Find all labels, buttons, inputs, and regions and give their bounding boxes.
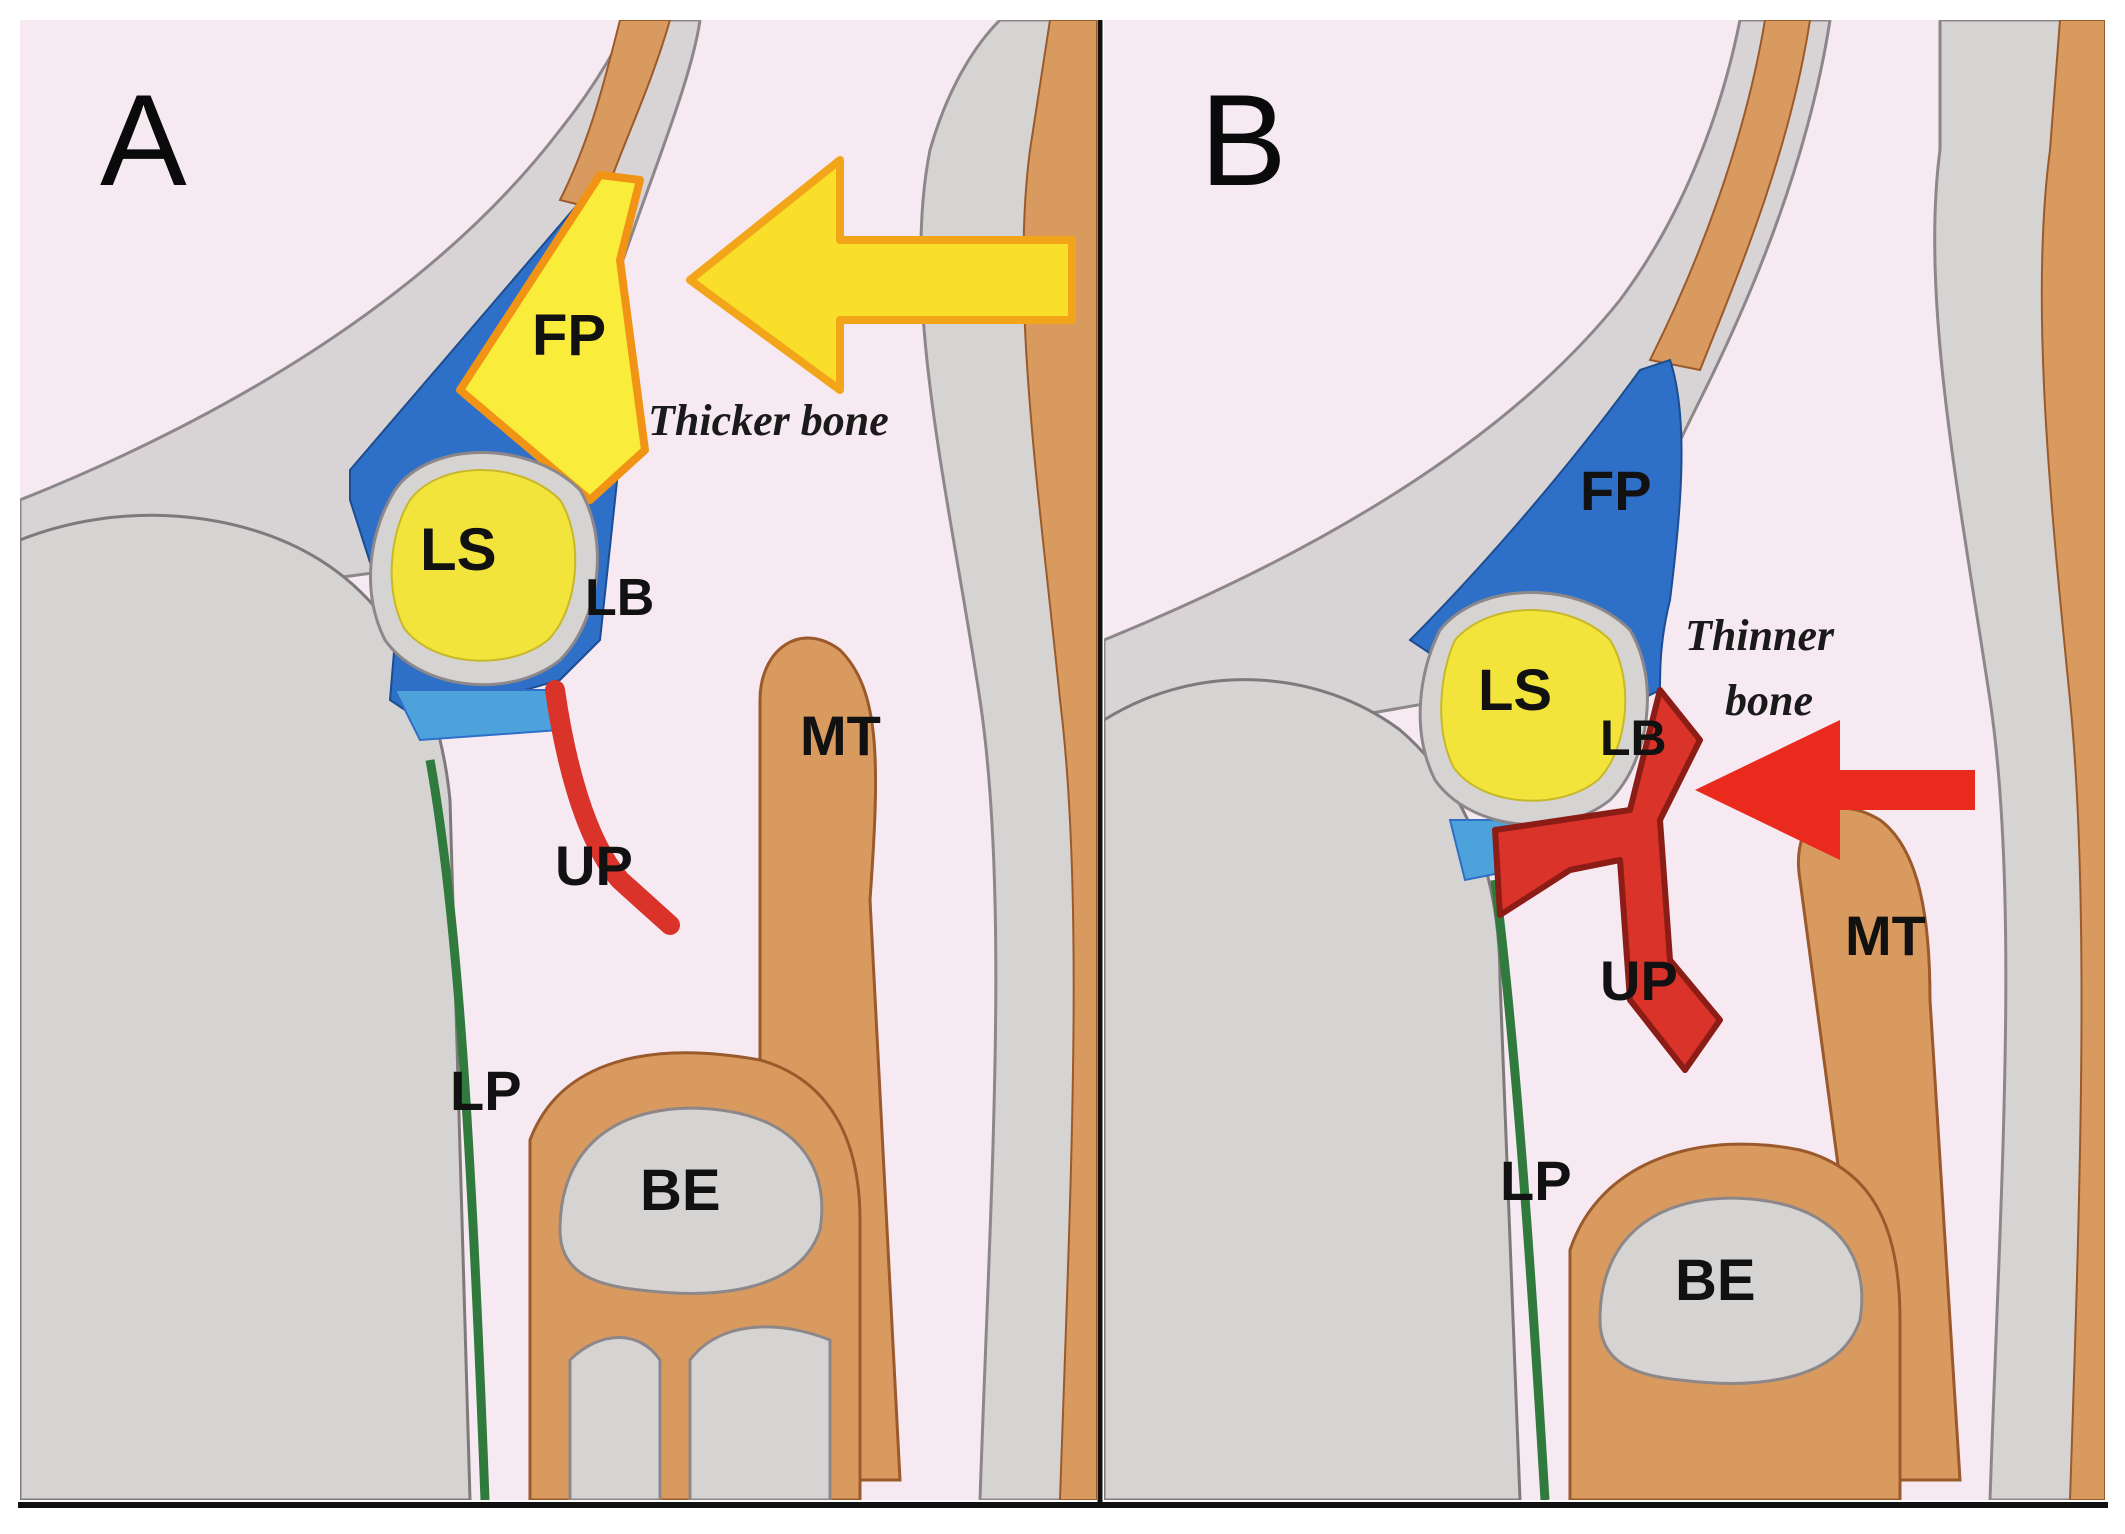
label-mt-b: MT [1845,904,1926,967]
label-ls: LS [420,516,497,583]
red-arrow [1695,720,1975,860]
lacrimal-sac-b [1440,609,1627,802]
uncinate-process-b [1492,687,1723,1073]
lacrimal-bone-lower [393,689,561,742]
note-thinner: Thinner [1685,611,1835,660]
label-lb-b: LB [1600,710,1667,766]
label-be: BE [640,1158,721,1223]
frontal-process-highlight [456,171,649,504]
uncinate-process [545,680,680,935]
septum-mucosa-b [2040,20,2105,1500]
lacrimal-sac [390,469,577,662]
panel-b-letter: B [1200,67,1287,213]
lamina-papyracea [425,759,490,1500]
ethmoid-cell-lower-2 [688,1325,832,1500]
frontal-process-strip-b [1648,20,1812,372]
bulla-ethmoidalis [558,1106,824,1295]
ethmoid-cell-lower [568,1336,662,1500]
label-up: UP [555,834,633,897]
label-fp: FP [532,303,606,368]
label-fp-b: FP [1580,459,1652,522]
panel-a: A FP LS LB MT UP LP BE Thicker bone [20,20,1097,1500]
orbital-bone [20,513,472,1500]
label-mt: MT [800,704,881,767]
note-bone: bone [1725,676,1813,725]
yellow-arrow [686,156,1076,394]
label-lp: LP [450,1059,522,1122]
label-lb: LB [585,569,654,627]
panel-a-letter: A [100,67,187,213]
label-be-b: BE [1675,1248,1756,1313]
label-up-b: UP [1600,949,1678,1012]
bulla-ethmoidalis-b [1598,1196,1864,1385]
label-lp-b: LP [1500,1149,1572,1212]
label-ls-b: LS [1478,658,1552,723]
panel-b: B FP LS LB MT UP LP BE Thinner bone [1104,20,2105,1500]
note-thicker-bone: Thicker bone [648,396,889,445]
lamina-papyracea-b [1490,879,1550,1500]
